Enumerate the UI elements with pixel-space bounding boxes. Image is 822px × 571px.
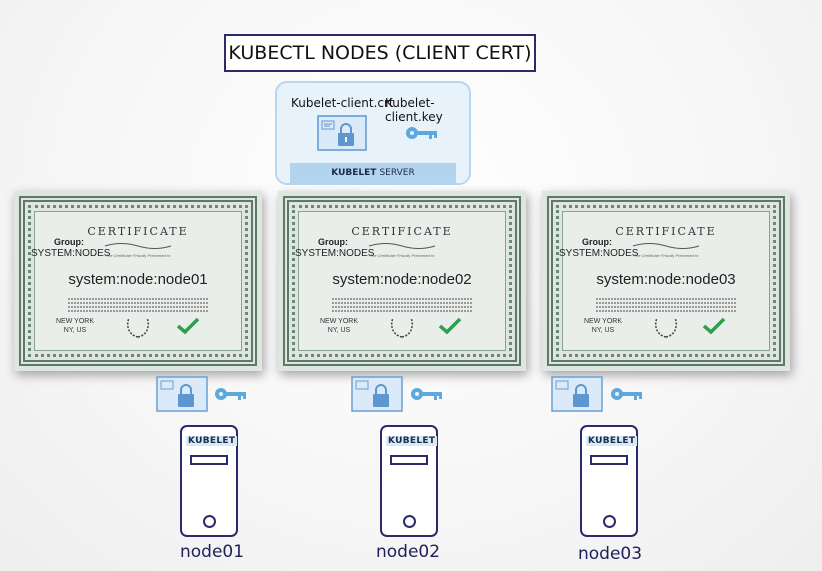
kubelet-server-bar: KUBELET SERVER xyxy=(290,163,456,183)
kubelet-label: KUBELET xyxy=(186,436,238,446)
server-crt-label: Kubelet-client.crt xyxy=(291,96,394,110)
kubelet-server-node03: KUBELET xyxy=(580,425,638,537)
certificate-lock-icon xyxy=(317,115,367,151)
location-state: NY, US xyxy=(591,327,615,334)
group-label: Group: xyxy=(54,237,84,247)
fine-print xyxy=(332,296,472,314)
certificate-subtitle: The Certificate Proudly Presented to xyxy=(369,253,435,258)
laurel-seal-icon xyxy=(390,317,414,338)
certificate-lock-icon xyxy=(551,376,603,412)
location-state: NY, US xyxy=(327,327,351,334)
certificate-lock-icon xyxy=(351,376,403,412)
location: NEW YORK NY, US xyxy=(320,317,358,335)
key-icon xyxy=(215,388,246,400)
location-city: NEW YORK xyxy=(320,318,358,325)
key-icon xyxy=(611,388,642,400)
certificate-lock-icon xyxy=(156,376,208,412)
node-label: node03 xyxy=(578,544,643,564)
location: NEW YORK NY, US xyxy=(56,317,94,335)
server-key-label: Kubelet-client.key xyxy=(385,96,443,124)
check-icon xyxy=(702,317,726,335)
group-value: SYSTEM:NODES xyxy=(31,248,111,259)
drive-slot xyxy=(190,455,228,465)
certificate-subject: system:node:node01 xyxy=(68,271,208,288)
swirl-ornament-icon xyxy=(104,243,172,249)
location-city: NEW YORK xyxy=(584,318,622,325)
swirl-ornament-icon xyxy=(368,243,436,249)
fine-print xyxy=(68,296,208,314)
drive-slot xyxy=(390,455,428,465)
group-label: Group: xyxy=(582,237,612,247)
drive-slot xyxy=(590,455,628,465)
fine-print xyxy=(596,296,736,314)
certificate-node01: CERTIFICATE The Certificate Proudly Pres… xyxy=(14,191,262,371)
location: NEW YORK NY, US xyxy=(584,317,622,335)
certificate-subtitle: The Certificate Proudly Presented to xyxy=(633,253,699,258)
certificate-subject: system:node:node02 xyxy=(332,271,472,288)
swirl-ornament-icon xyxy=(632,243,700,249)
certificate-node02: CERTIFICATE The Certificate Proudly Pres… xyxy=(278,191,526,371)
certificate-heading: CERTIFICATE xyxy=(615,225,717,238)
kubelet-server-node01: KUBELET xyxy=(180,425,238,537)
laurel-seal-icon xyxy=(654,317,678,338)
group-value: SYSTEM:NODES xyxy=(295,248,375,259)
kubelet-server-panel: Kubelet-client.crt Kubelet-client.key KU… xyxy=(275,81,471,185)
group-label: Group: xyxy=(318,237,348,247)
kubelet-label: KUBELET xyxy=(586,436,638,446)
server-bar-text: SERVER xyxy=(379,168,415,178)
location-city: NEW YORK xyxy=(56,318,94,325)
kubelet-server-node02: KUBELET xyxy=(380,425,438,537)
power-button-icon xyxy=(603,515,616,528)
power-button-icon xyxy=(403,515,416,528)
certificate-heading: CERTIFICATE xyxy=(351,225,453,238)
location-state: NY, US xyxy=(63,327,87,334)
power-button-icon xyxy=(203,515,216,528)
key-icon xyxy=(406,127,437,139)
check-icon xyxy=(176,317,200,335)
kubelet-label: KUBELET xyxy=(386,436,438,446)
certificate-subtitle: The Certificate Proudly Presented to xyxy=(105,253,171,258)
node-label: node01 xyxy=(180,542,245,562)
node-label: node02 xyxy=(376,542,441,562)
certificate-node03: CERTIFICATE The Certificate Proudly Pres… xyxy=(542,191,790,371)
diagram-title: KUBECTL NODES (CLIENT CERT) xyxy=(224,34,536,72)
certificate-heading: CERTIFICATE xyxy=(87,225,189,238)
group-value: SYSTEM:NODES xyxy=(559,248,639,259)
server-bar-bold: KUBELET xyxy=(331,168,377,178)
check-icon xyxy=(438,317,462,335)
certificate-subject: system:node:node03 xyxy=(596,271,736,288)
key-icon xyxy=(411,388,442,400)
laurel-seal-icon xyxy=(126,317,150,338)
